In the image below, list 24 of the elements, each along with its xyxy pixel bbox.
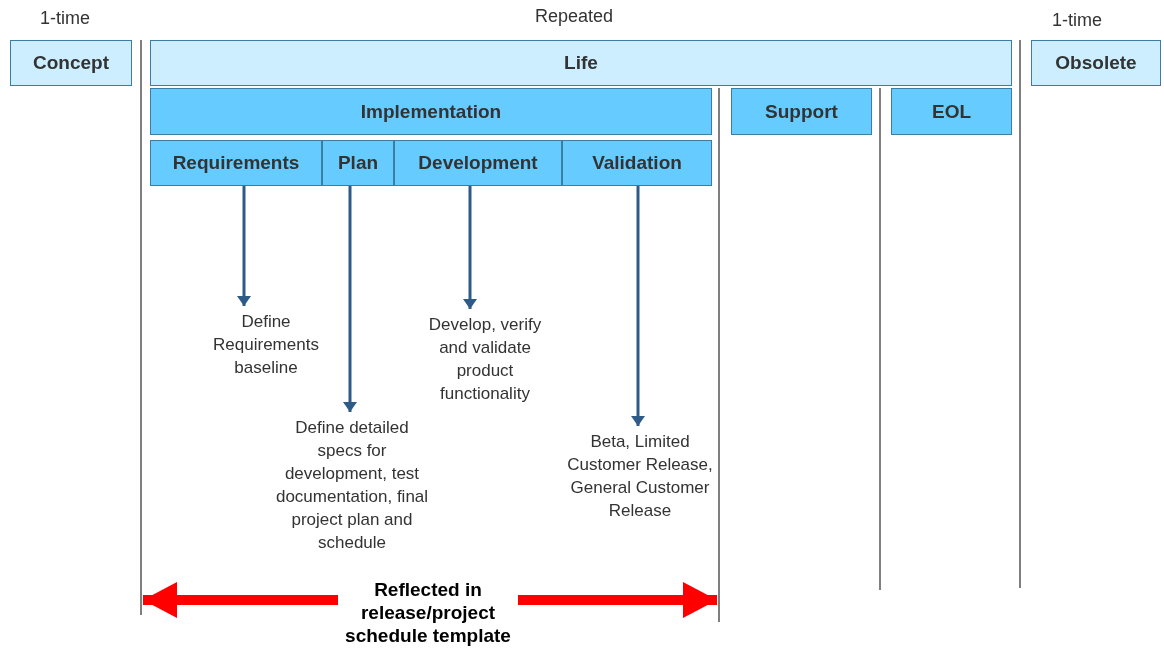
phase-box: Obsolete: [1031, 40, 1161, 86]
phase-box: Life: [150, 40, 1012, 86]
arrow: [343, 186, 357, 412]
phase-box: Implementation: [150, 88, 712, 135]
description-text: Define detailed specs for development, test documentation, final project plan and schedule: [272, 416, 432, 554]
description-text: Develop, verify and validate product functionality: [415, 313, 555, 405]
phase-box: Plan: [322, 140, 394, 186]
description-text: Define Requirements baseline: [206, 310, 326, 379]
description-text: Beta, Limited Customer Release, General Customer Release: [560, 430, 720, 522]
phase-box: EOL: [891, 88, 1012, 135]
arrow: [631, 186, 645, 426]
phase-box: Concept: [10, 40, 132, 86]
arrow: [143, 582, 338, 618]
phase-label: 1-time: [1051, 10, 1103, 31]
phase-box: Development: [394, 140, 562, 186]
phase-box: Support: [731, 88, 872, 135]
phase-box: Requirements: [150, 140, 322, 186]
phase-label: Repeated: [533, 6, 615, 27]
arrow: [463, 186, 477, 309]
description-text: Reflected in release/project schedule template: [338, 578, 518, 647]
phase-box: Validation: [562, 140, 712, 186]
arrow: [237, 186, 251, 306]
arrow: [518, 582, 717, 618]
phase-label: 1-time: [39, 8, 91, 29]
